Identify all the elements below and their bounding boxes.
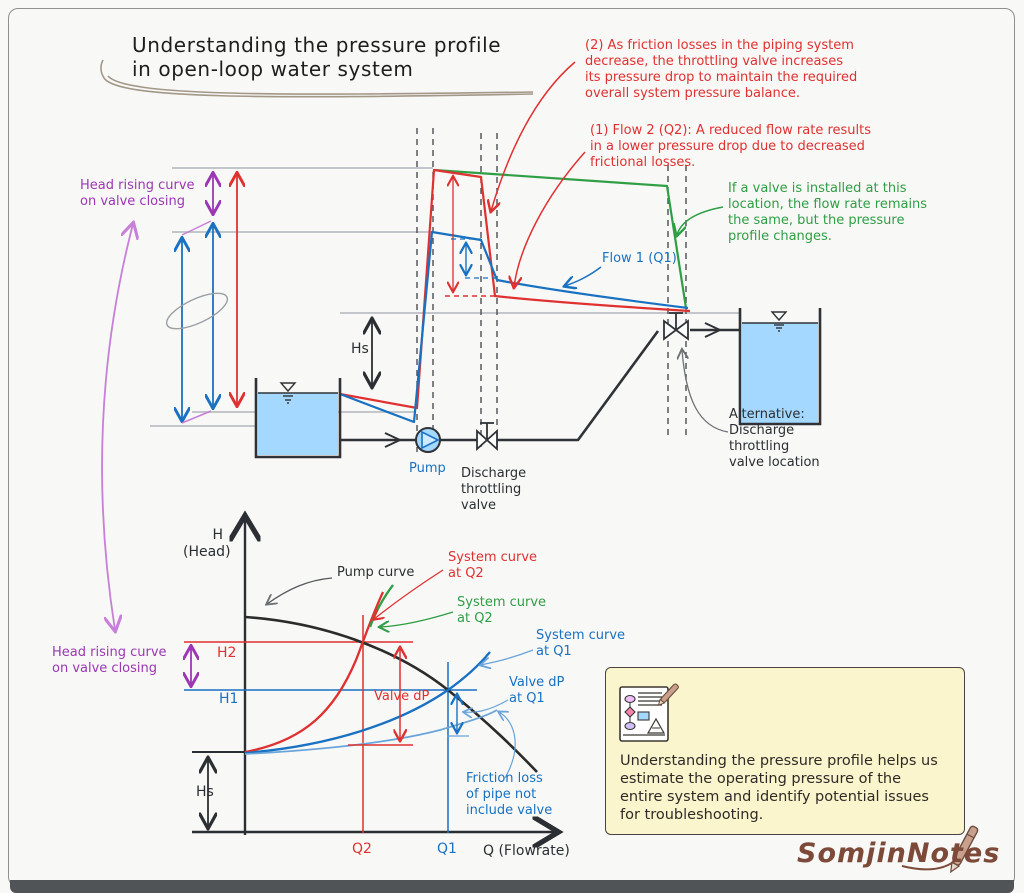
water-level-icon bbox=[279, 382, 297, 404]
friction-loss-note-2: (2) As friction losses in the piping sys… bbox=[585, 38, 858, 101]
x-axis-label: Q (Flowrate) bbox=[483, 843, 570, 859]
leader-system-q2-red bbox=[374, 569, 444, 619]
piping bbox=[340, 322, 740, 448]
left-tank bbox=[254, 378, 342, 459]
flow-arrow-suction bbox=[384, 432, 401, 448]
leader-valve-note bbox=[677, 206, 724, 235]
annotation-leaders-upper bbox=[491, 61, 729, 433]
leader-system-q1 bbox=[481, 649, 534, 665]
pump-label: Pump bbox=[409, 461, 446, 476]
profile-red bbox=[339, 168, 691, 410]
y-axis-label: H (Head) bbox=[183, 527, 231, 561]
leader-system-q2-green bbox=[380, 611, 454, 627]
valve-dp-q1-label: Valve dP at Q1 bbox=[509, 675, 565, 706]
pump-curve-label: Pump curve bbox=[337, 565, 415, 580]
pump-icon bbox=[415, 427, 441, 453]
bottom-window-edge bbox=[10, 880, 1014, 893]
discharge-valve-icon bbox=[476, 422, 498, 452]
system-curve-q2-red-label: System curve at Q2 bbox=[448, 550, 538, 581]
friction-loss-curve bbox=[244, 709, 498, 755]
long-purple-link-arrow bbox=[101, 224, 133, 630]
leader-valve-dp-q1 bbox=[464, 699, 509, 712]
q1-label: Q1 bbox=[437, 841, 457, 857]
leader-friction-loss bbox=[499, 712, 516, 779]
head-rising-note-top: Head rising curve on valve closing bbox=[80, 178, 195, 209]
profile-green bbox=[433, 168, 688, 309]
alternative-valve-icon bbox=[663, 312, 689, 341]
head-rising-note-bottom: Head rising curve on valve closing bbox=[52, 645, 167, 676]
alternative-valve-label: Alternative: Discharge throttling valve … bbox=[729, 407, 820, 470]
flow-arrow-discharge bbox=[704, 322, 721, 338]
reference-lines bbox=[150, 167, 740, 427]
leader-flow1 bbox=[565, 266, 602, 286]
valve-location-note: If a valve is installed at this location… bbox=[728, 181, 928, 244]
leader-note2 bbox=[491, 61, 576, 211]
friction-loss-label: Friction loss of pipe not include valve bbox=[466, 771, 553, 818]
purple-connector-bottom bbox=[181, 410, 212, 424]
system-curve-q2-red bbox=[244, 591, 385, 754]
emphasis-ellipse bbox=[165, 292, 229, 330]
document-pen-icon bbox=[619, 683, 679, 742]
hs-label-upper: Hs bbox=[351, 341, 369, 357]
hs-label-chart: Hs bbox=[196, 784, 214, 800]
page-title: Understanding the pressure profile in op… bbox=[132, 33, 502, 82]
leader-pump-curve bbox=[267, 577, 333, 604]
flow1-label: Flow 1 (Q1) bbox=[602, 251, 677, 266]
q2-label: Q2 bbox=[352, 841, 372, 857]
system-curve-q1 bbox=[244, 651, 491, 755]
head-arrows-group bbox=[101, 174, 237, 630]
system-curve-q2-green bbox=[368, 584, 394, 628]
signature-pen-icon bbox=[950, 825, 979, 874]
flow2-note-1: (1) Flow 2 (Q2): A reduced flow rate res… bbox=[590, 123, 872, 170]
water-level-icon bbox=[770, 311, 788, 332]
leader-alt-valve bbox=[682, 350, 729, 433]
pump-curve bbox=[244, 615, 538, 773]
h2-label: H2 bbox=[217, 645, 237, 661]
profile-blue bbox=[339, 230, 689, 424]
hq-chart bbox=[184, 518, 556, 835]
title-underline-flourish bbox=[100, 59, 534, 98]
right-tank bbox=[738, 308, 822, 426]
system-curve-q1-label: System curve at Q1 bbox=[536, 628, 626, 659]
purple-connector-top bbox=[181, 220, 212, 236]
author-signature: SomjinNotes bbox=[797, 838, 1001, 869]
summary-note-text: Understanding the pressure profile helps… bbox=[620, 753, 938, 824]
valve-dp-label: Valve dP bbox=[374, 689, 430, 704]
summary-note-box: Understanding the pressure profile helps… bbox=[605, 667, 965, 835]
system-curve-q2-green-label: System curve at Q2 bbox=[457, 595, 547, 626]
leader-note1 bbox=[514, 151, 586, 287]
pressure-profiles bbox=[339, 168, 691, 424]
discharge-valve-label: Discharge throttling valve bbox=[461, 466, 527, 513]
signature-underline bbox=[901, 859, 957, 871]
h1-label: H1 bbox=[219, 691, 239, 707]
